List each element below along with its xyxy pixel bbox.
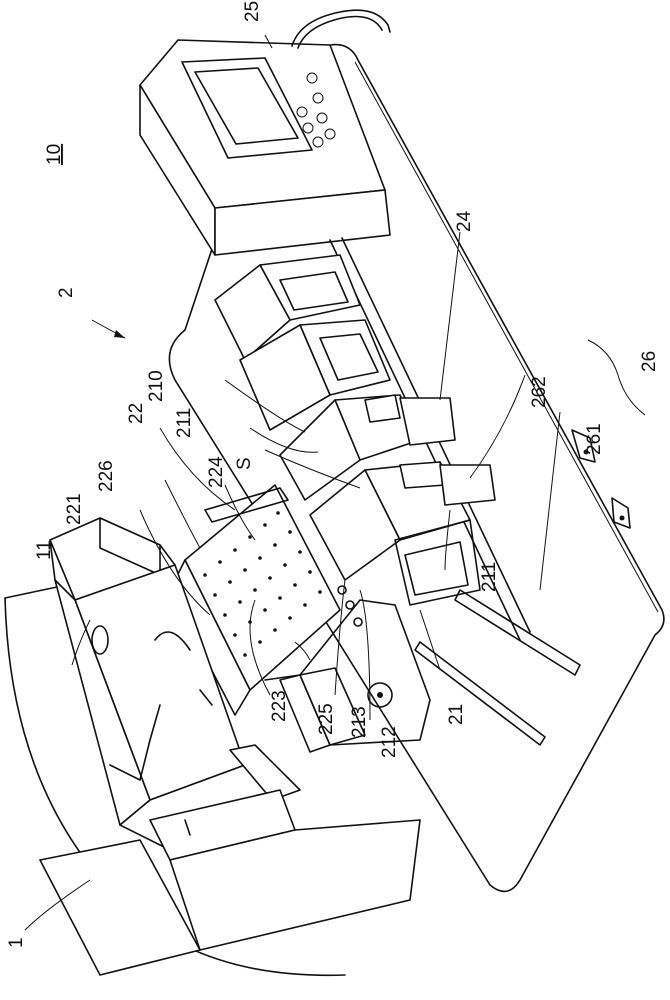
control-buttons: [296, 72, 336, 148]
label-24: 24: [454, 210, 475, 232]
label-1: 1: [6, 937, 27, 948]
label-21: 21: [446, 704, 467, 725]
label-211-lower: 211: [479, 562, 500, 592]
label-26: 26: [639, 351, 660, 372]
label-262: 262: [529, 376, 550, 408]
label-10: 10: [44, 144, 65, 165]
label-261: 261: [584, 423, 605, 455]
control-box: [139, 9, 391, 256]
rail-bracket-bottom: [611, 497, 631, 529]
label-221: 221: [64, 493, 85, 525]
machine-1: [4, 517, 421, 977]
power-cable: [291, 9, 391, 47]
plate-holes: [203, 511, 322, 657]
label-s: S: [234, 457, 255, 470]
label-11: 11: [34, 540, 55, 560]
label-213: 213: [349, 706, 370, 738]
label-2: 2: [56, 287, 77, 298]
control-screen-frame: [181, 57, 313, 159]
clamp-upper: [364, 394, 401, 423]
label-25: 25: [242, 1, 263, 22]
rail-bracket-top: [571, 429, 596, 463]
leader-lines: [24, 34, 646, 931]
label-211-upper: 211: [174, 408, 195, 438]
carrier-units: [214, 254, 496, 606]
label-224: 224: [206, 456, 227, 488]
label-225: 225: [316, 703, 337, 735]
label-210: 210: [146, 370, 167, 402]
roller: [154, 631, 191, 651]
base-plate: [168, 43, 665, 893]
label-226: 226: [96, 460, 117, 492]
frame-21: [264, 585, 431, 753]
machine-knob: [91, 625, 109, 655]
reference-labels: 25 10 2 24 26 210 22 211 262 261 226 224…: [6, 1, 660, 948]
machine-front-panel: [39, 839, 201, 976]
label-223: 223: [269, 690, 290, 722]
clamp-lower: [399, 461, 446, 489]
label-212: 212: [379, 726, 400, 758]
label-22: 22: [126, 403, 147, 424]
pivot-wheel: [367, 682, 393, 708]
control-screen: [194, 67, 299, 145]
pivot-bar: [264, 674, 301, 681]
